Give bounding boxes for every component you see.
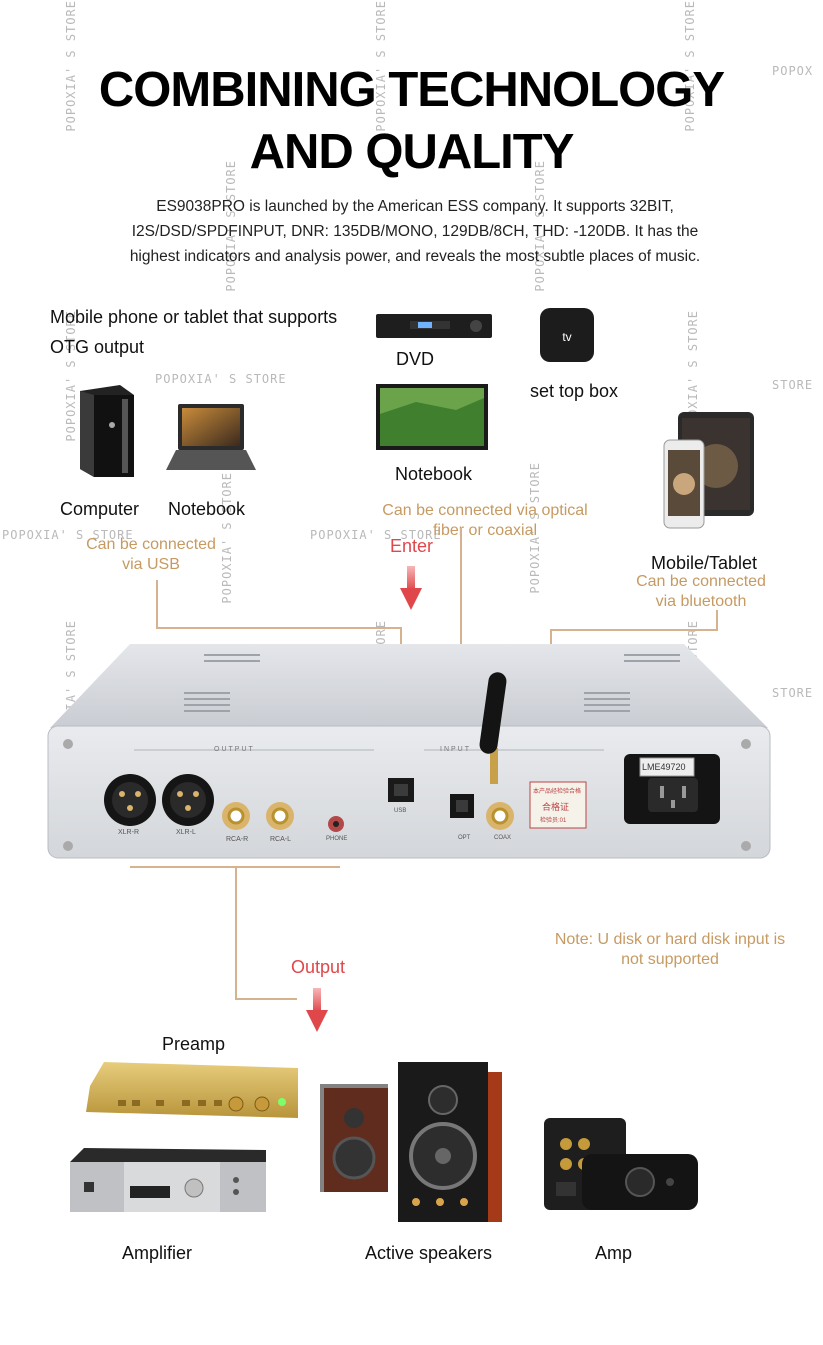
- product-description: ES9038PRO is launched by the American ES…: [129, 198, 701, 265]
- svg-text:tv: tv: [562, 330, 571, 344]
- computer-label: Computer: [60, 499, 140, 519]
- output-section-label: OUTPUT: [214, 746, 255, 753]
- otg-label: Mobile phone or tablet that supports OTG…: [50, 307, 338, 357]
- amplifier-label: Amplifier: [122, 1243, 193, 1263]
- watermark: POPOXIA' S STORE: [155, 372, 287, 386]
- phone-port-label: PHONE: [326, 836, 348, 842]
- bluetooth-line: [716, 610, 718, 630]
- output-line: [235, 998, 297, 1000]
- notebook-optical-label: Notebook: [395, 464, 473, 484]
- page-title-line-1: COMBINING TECHNOLOGY: [98, 63, 725, 117]
- bluetooth-note: Can be connected via bluetooth: [636, 573, 766, 610]
- xlr-r-port-label: XLR-R: [118, 829, 140, 836]
- dvd-label: DVD: [396, 349, 435, 369]
- watermark: STORE: [772, 378, 814, 392]
- xlr-l-port-label: XLR-L: [176, 829, 196, 836]
- active-speakers-label: Active speakers: [365, 1243, 493, 1263]
- dac-device: [47, 644, 771, 859]
- notebook-image: [166, 404, 256, 470]
- input-section-label: INPUT: [440, 746, 471, 753]
- notebook-usb-label: Notebook: [168, 499, 246, 519]
- watermark: POPOXIA' S STORE: [2, 528, 134, 542]
- certificate-top: 本产品经检验合格: [533, 789, 582, 795]
- amp-image: [544, 1118, 698, 1210]
- watermark: POPOX: [772, 64, 814, 78]
- usb-note: Can be connected via USB: [86, 536, 216, 573]
- model-sticker: LME49720: [642, 762, 686, 772]
- dvd-image: [376, 314, 492, 338]
- watermark: STORE: [772, 686, 814, 700]
- output-label: Output: [291, 957, 346, 977]
- rca-r-port-label: RCA-R: [226, 836, 249, 843]
- watermark: POPOXIA' S STORE: [310, 528, 442, 542]
- certificate-title: 合格证: [542, 802, 570, 812]
- page-title-line-2: AND QUALITY: [249, 125, 575, 179]
- amp-label: Amp: [595, 1243, 633, 1263]
- mobile-tablet-image: [663, 412, 754, 529]
- enter-label: Enter: [390, 536, 434, 556]
- set-top-box-label: set top box: [530, 381, 619, 401]
- usb-port-label: USB: [394, 808, 407, 814]
- bluetooth-line: [552, 629, 718, 631]
- usb-line: [156, 627, 402, 629]
- coax-port-label: COAX: [494, 835, 512, 841]
- amplifier-image: [70, 1148, 266, 1212]
- usb-line: [156, 580, 158, 628]
- output-line: [235, 866, 237, 1000]
- notebook-optical-image: [376, 384, 488, 450]
- preamp-label: Preamp: [162, 1034, 226, 1054]
- mobile-tablet-label: Mobile/Tablet: [651, 553, 758, 573]
- output-arrow-icon: [306, 988, 328, 1032]
- disk-note: Note: U disk or hard disk input is not s…: [554, 931, 786, 968]
- certificate-bottom: 检验员:01: [540, 818, 567, 824]
- active-speakers-image: [320, 1062, 502, 1222]
- set-top-box-image: tv: [540, 308, 594, 362]
- preamp-image: [86, 1062, 298, 1118]
- optical-port-label: OPT: [458, 835, 471, 841]
- computer-image: [80, 385, 134, 477]
- enter-arrow-icon: [400, 566, 422, 610]
- rca-l-port-label: RCA-L: [270, 836, 292, 843]
- optical-note: Can be connected via optical fiber or co…: [382, 502, 588, 539]
